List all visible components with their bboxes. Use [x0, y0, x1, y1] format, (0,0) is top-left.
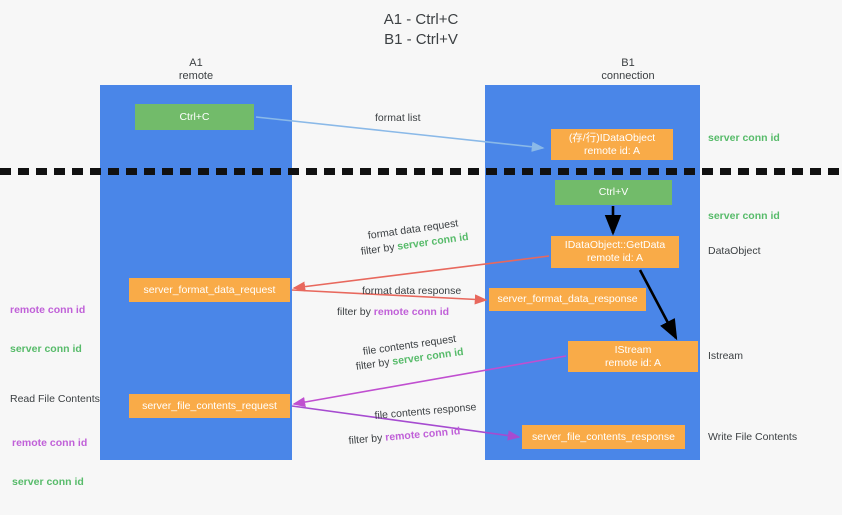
annotation-dataobject: DataObject [708, 245, 761, 257]
annotation-istream: Istream [708, 350, 744, 362]
edge-file-contents-response [291, 405, 521, 441]
node-ctrl-v-label: Ctrl+V [598, 186, 629, 198]
node-server-format-data-response[interactable]: server_format_data_response [489, 288, 646, 311]
annotation-server-conn-id-mid: server conn id [708, 210, 780, 222]
node-idataobject-getdata[interactable]: IDataObject::GetData remote id: A [551, 236, 679, 268]
node-fdreq-label: server_format_data_request [143, 283, 276, 296]
edge-format-data-request [292, 255, 550, 292]
edge-label-format-list: format list [375, 112, 421, 124]
node-fcres-label: server_file_contents_response [531, 430, 675, 443]
filter-prefix: filter by [337, 306, 374, 318]
node-idataobject-line1: (存/行)IDataObject [568, 131, 656, 144]
node-getdata-line2: remote id: A [586, 252, 644, 264]
edge-format-list [255, 116, 545, 152]
annotation-conn-ids-lower: remote conn id server conn id [12, 411, 87, 515]
node-server-format-data-request[interactable]: server_format_data_request [129, 278, 290, 302]
edge-file-contents-request [292, 355, 567, 408]
annotation-read-file-contents: Read File Contents [10, 393, 100, 405]
diagram-canvas: A1 - Ctrl+C B1 - Ctrl+V A1 remote B1 con… [0, 11, 842, 488]
annotation-server-conn-id: server conn id [10, 343, 82, 355]
node-fcreq-label: server_file_contents_request [142, 399, 277, 412]
node-server-file-contents-response[interactable]: server_file_contents_response [522, 425, 685, 449]
node-ctrl-c-label: Ctrl+C [179, 110, 210, 123]
column-header-b1: B1 connection [601, 57, 655, 82]
edge-label-format-data-response-filter: filter by remote conn id [337, 305, 449, 319]
node-istream-line1: IStream [614, 343, 652, 356]
filter-key-remote-conn-id: remote conn id [373, 306, 450, 318]
connector-layer [255, 116, 678, 441]
node-idataobject-line2: remote id: A [583, 144, 641, 157]
page-title: A1 - Ctrl+C B1 - Ctrl+V [383, 11, 459, 48]
node-ctrl-c[interactable]: Ctrl+C [135, 104, 254, 130]
node-istream[interactable]: IStream remote id: A [568, 341, 698, 372]
edge-getdata-to-istream [638, 269, 678, 341]
phase-divider [0, 168, 842, 175]
column-header-a1: A1 remote [178, 57, 214, 82]
edge-format-data-response [291, 289, 488, 305]
edge-label-format-data-response: format data response [362, 285, 462, 297]
node-server-file-contents-request[interactable]: server_file_contents_request [129, 394, 290, 418]
node-idataobject[interactable]: (存/行)IDataObject remote id: A [551, 129, 673, 160]
node-istream-line2: remote id: A [604, 356, 662, 369]
filter-prefix: filter by [348, 431, 386, 447]
node-ctrl-v[interactable]: Ctrl+V [555, 180, 672, 205]
annotation-conn-ids-upper: remote conn id server conn id [10, 278, 85, 382]
annotation-remote-conn-id: remote conn id [12, 437, 88, 449]
node-getdata-line1: IDataObject::GetData [564, 239, 666, 251]
annotation-server-conn-id: server conn id [12, 476, 84, 488]
annotation-server-conn-id-top: server conn id [708, 132, 780, 144]
node-fdres-label: server_format_data_response [497, 293, 638, 305]
annotation-remote-conn-id: remote conn id [10, 304, 86, 316]
annotation-write-file-contents: Write File Contents [708, 431, 798, 443]
